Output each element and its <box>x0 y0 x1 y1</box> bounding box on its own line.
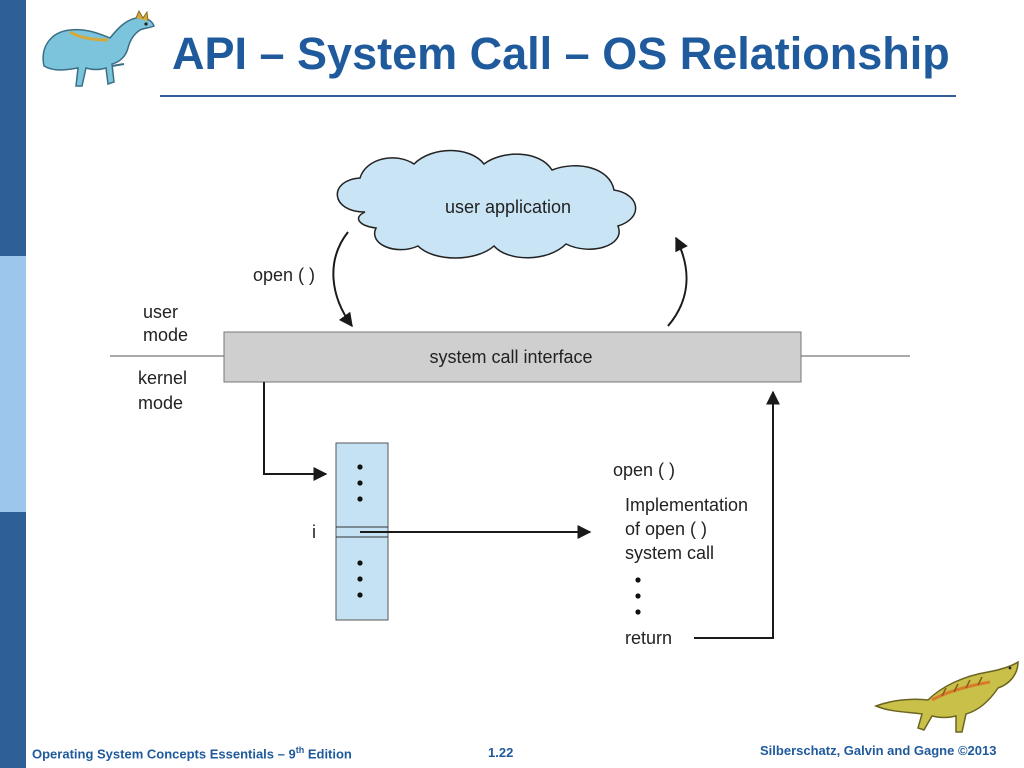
implementation-text: Implementation of open ( ) system call <box>625 495 753 563</box>
footer-book-sup: th <box>295 745 305 755</box>
return-label: return <box>625 628 672 648</box>
dinosaur-mascot-icon <box>42 9 155 87</box>
dispatch-arrow <box>263 382 328 481</box>
user-application-label: user application <box>445 197 571 217</box>
kernel-mode-line-2: mode <box>138 393 183 413</box>
implementation-line-2: of open ( ) <box>625 519 707 539</box>
implementation-header: open ( ) <box>613 460 675 480</box>
footer-book-prefix: Operating System Concepts Essentials – 9 <box>32 746 296 762</box>
footer-book-title: Operating System Concepts Essentials – 9… <box>32 745 352 761</box>
return-to-app-arrow <box>667 236 688 327</box>
dinosaur-mascot-icon <box>873 660 1019 733</box>
implementation-line-1: Implementation <box>625 495 748 515</box>
ellipsis-dot <box>635 593 641 599</box>
footer-book-suffix: Edition <box>304 746 352 762</box>
user-mode-line-2: mode <box>143 325 188 345</box>
kernel-mode-line-1: kernel <box>138 368 187 388</box>
left-bar-light-middle <box>0 256 26 512</box>
open-call-arrow <box>332 231 353 328</box>
ellipsis-dot <box>635 577 641 583</box>
user-mode-line-1: user <box>143 302 178 322</box>
footer-copyright: Silberschatz, Galvin and Gagne ©2013 <box>760 743 997 758</box>
system-call-interface-label: system call interface <box>429 347 592 367</box>
system-call-interface-bar <box>223 331 802 383</box>
return-arrow <box>694 390 780 639</box>
open-call-label: open ( ) <box>253 265 315 285</box>
table-index-label: i <box>312 522 316 542</box>
left-bar-dark-bottom <box>0 512 26 768</box>
footer-page-number: 1.22 <box>488 745 514 760</box>
left-accent-bar <box>0 0 26 768</box>
slide-title: API – System Call – OS Relationship <box>172 28 950 79</box>
user-application-cloud <box>336 149 637 259</box>
left-bar-dark-top <box>0 0 26 256</box>
kernel-mode-label: kernel mode <box>138 368 192 413</box>
title-divider <box>160 95 956 97</box>
implementation-line-3: system call <box>625 543 714 563</box>
ellipsis-dot <box>635 609 641 615</box>
user-mode-label: user mode <box>143 302 188 345</box>
